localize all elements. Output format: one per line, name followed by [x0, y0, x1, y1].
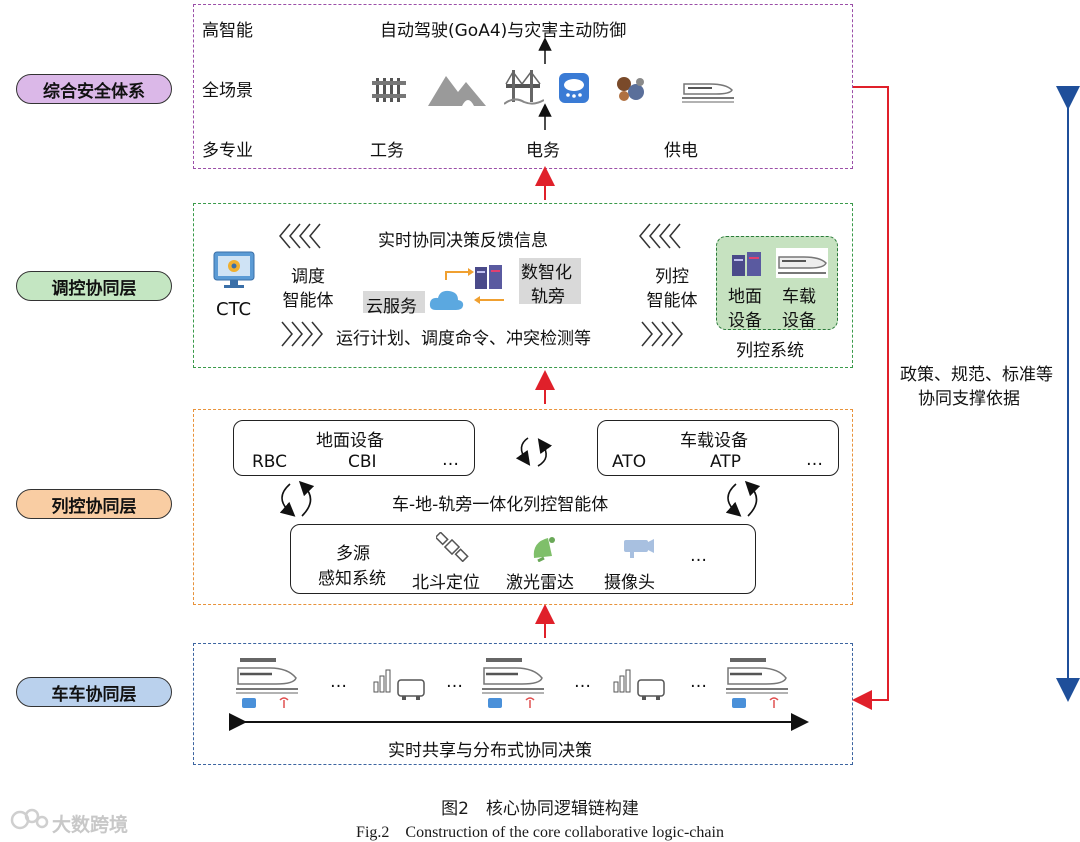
atp-label: ATP — [710, 452, 741, 472]
onboard-train-icon — [776, 248, 828, 278]
shared-decision-text: 实时共享与分布式协同决策 — [388, 741, 592, 761]
tc-agent-line1: 列控 — [655, 267, 689, 287]
train-control-layer-box — [193, 409, 853, 605]
caption-cn: 图2 核心协同逻辑链构建 — [441, 799, 639, 819]
ground-device-icon — [732, 252, 761, 276]
row-label-discipline: 多专业 — [202, 141, 253, 161]
camera-label: 摄像头 — [604, 573, 655, 593]
operation-plan-text: 运行计划、调度命令、冲突检测等 — [336, 329, 591, 349]
trackside-unit-icon — [373, 669, 425, 700]
layer-label-train-control: 列控协同层 — [16, 489, 172, 519]
v2v-ellipsis-2: … — [446, 672, 463, 692]
layer-label-safety: 综合安全体系 — [16, 74, 172, 104]
dispatch-agent-line1: 调度 — [291, 267, 325, 287]
safety-layer-box — [193, 4, 853, 169]
onboard-device-line1: 车载 — [782, 287, 816, 307]
policy-text-line2: 协同支撑依据 — [918, 389, 1020, 409]
sensing-line2: 感知系统 — [318, 569, 386, 589]
row-label-scenario: 全场景 — [202, 81, 253, 101]
weather-icon — [559, 73, 589, 103]
train-icon — [726, 658, 788, 708]
dispatch-agent-line2: 智能体 — [282, 291, 334, 311]
tc-system-label: 列控系统 — [736, 341, 804, 361]
beidou-satellite-icon — [436, 532, 469, 562]
sensing-more: … — [690, 546, 707, 566]
lidar-icon — [533, 537, 555, 562]
track-icon — [372, 78, 406, 102]
beidou-label: 北斗定位 — [412, 573, 480, 593]
feedback-text: 实时协同决策反馈信息 — [378, 231, 548, 251]
v2v-ellipsis-4: … — [690, 672, 707, 692]
digital-trackside-bg — [519, 258, 581, 304]
ctc-monitor-icon — [213, 251, 255, 288]
camera-icon — [624, 539, 654, 558]
layer-label-v2v: 车车协同层 — [16, 677, 172, 707]
discipline-works: 工务 — [370, 141, 404, 161]
layer-label-dispatch: 调控协同层 — [16, 271, 172, 301]
onboard-device-line2: 设备 — [782, 311, 816, 331]
v2v-ellipsis-3: … — [574, 672, 591, 692]
row-label-intelligence: 高智能 — [202, 21, 253, 41]
data-exchange-arrows — [445, 268, 504, 304]
ground-equipment-box — [233, 420, 475, 476]
ground-more: … — [442, 450, 459, 470]
bridge-icon — [504, 70, 544, 105]
discipline-power: 供电 — [664, 141, 698, 161]
policy-text-line1: 政策、规范、标准等 — [900, 365, 1053, 385]
v2v-ellipsis-1: … — [330, 672, 347, 692]
trackside-unit-icon — [613, 669, 665, 700]
train-icon — [482, 658, 544, 708]
goal-text: 自动驾驶(GoA4)与灾害主动防御 — [380, 21, 627, 41]
cloud-label-bg — [363, 291, 425, 313]
cbi-label: CBI — [348, 452, 377, 472]
rockfall-icon — [617, 77, 644, 101]
ground-device-line2: 设备 — [728, 311, 762, 331]
cloud-icon — [429, 290, 464, 310]
dispatch-layer-box — [193, 203, 853, 368]
cloud-service-label: 云服务 — [366, 297, 417, 317]
onboard-equipment-title: 车载设备 — [680, 431, 748, 451]
ctc-label: CTC — [216, 299, 252, 320]
server-icon — [475, 265, 502, 289]
ground-equipment-title: 地面设备 — [316, 431, 384, 451]
watermark-text: 大数跨境 — [52, 814, 129, 836]
train-icon — [682, 83, 734, 103]
ground-device-line1: 地面 — [728, 287, 762, 307]
digital-trackside-line1: 数智化 — [521, 263, 572, 283]
ato-label: ATO — [612, 452, 647, 472]
integrated-agent-text: 车-地-轨旁一体化列控智能体 — [392, 495, 609, 515]
rbc-label: RBC — [252, 452, 288, 472]
mountain-icon — [428, 76, 486, 106]
discipline-electric: 电务 — [526, 141, 560, 161]
watermark-logo-icon — [10, 808, 49, 830]
sensing-box — [290, 524, 756, 594]
caption-en: Fig.2 Construction of the core collabora… — [356, 824, 724, 841]
onboard-equipment-box — [597, 420, 839, 476]
train-icon — [236, 658, 298, 708]
digital-trackside-line2: 轨旁 — [531, 287, 565, 307]
policy-feedback-line — [852, 86, 889, 710]
onboard-more: … — [806, 450, 823, 470]
lidar-label: 激光雷达 — [506, 573, 574, 593]
tc-agent-line2: 智能体 — [646, 291, 698, 311]
sensing-line1: 多源 — [336, 544, 370, 564]
